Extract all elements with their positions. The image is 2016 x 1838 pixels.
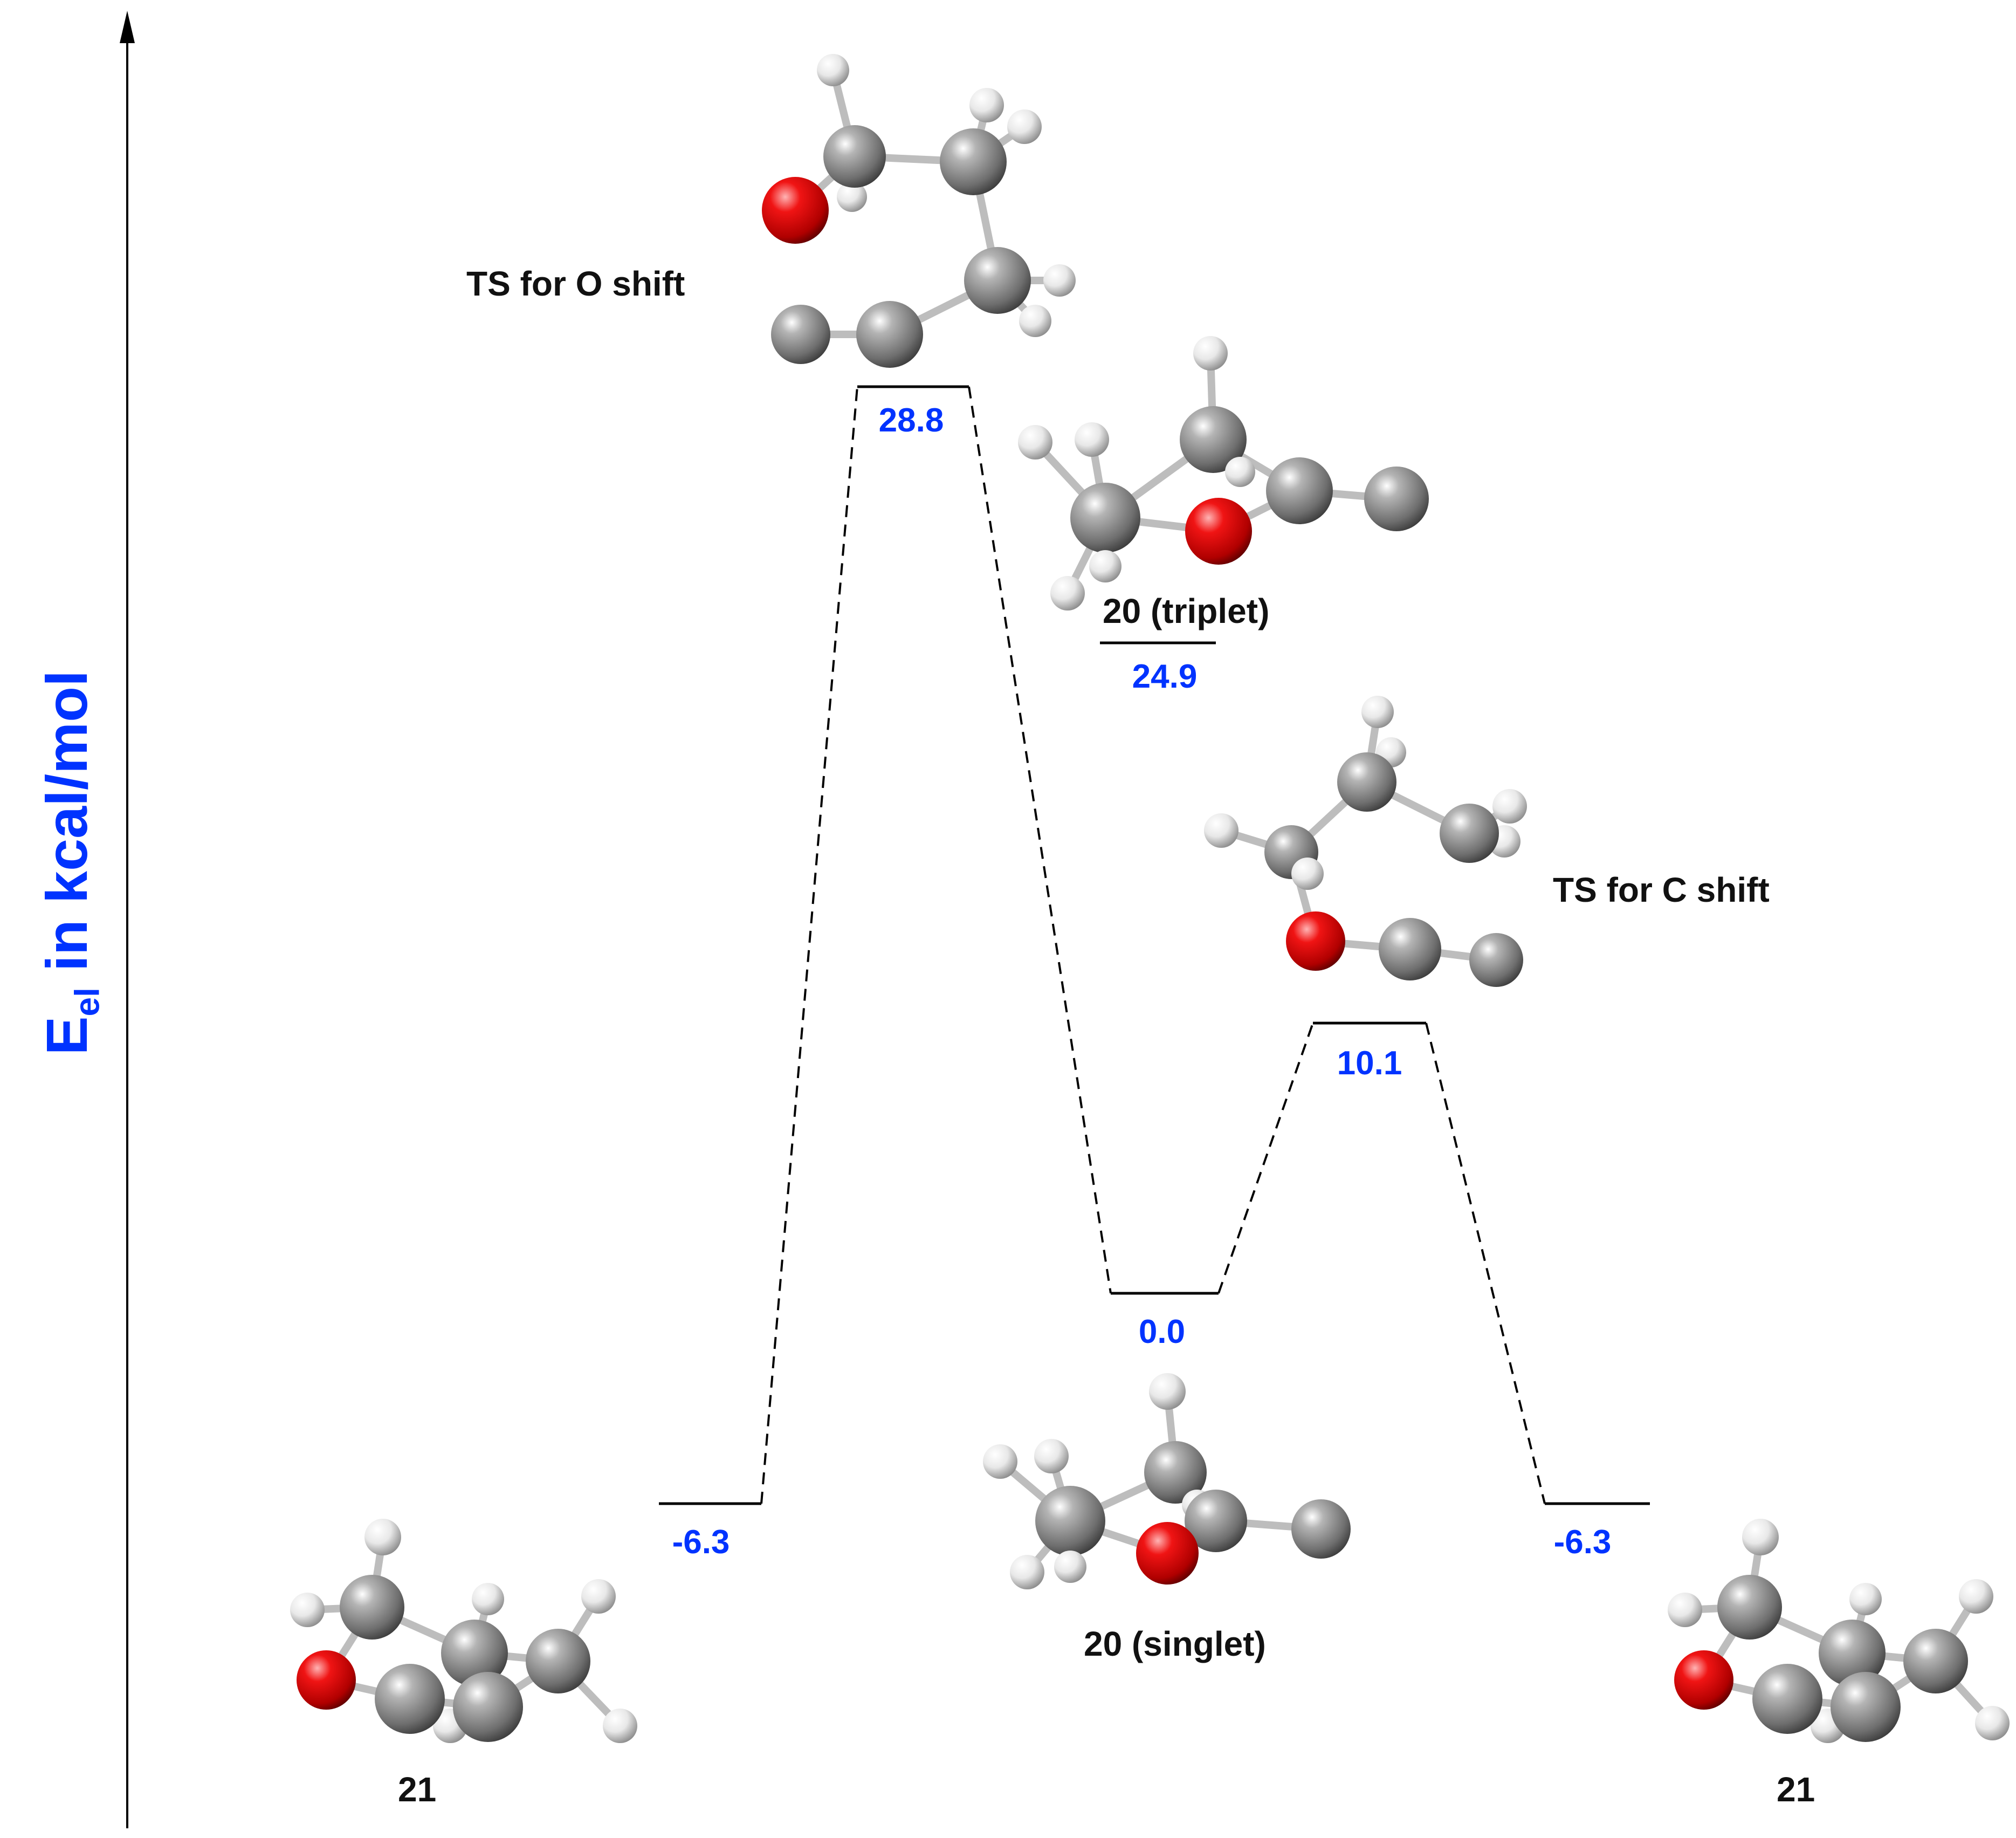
energy-value-21-right: -6.3 [1554,1524,1612,1561]
energy-value-ts-o: 28.8 [879,402,944,439]
connector-ts-c-to-21 [1425,1023,1546,1504]
y-axis-title-unit: in kcal/mol [34,670,100,988]
label-20-singlet: 20 (singlet) [1084,1624,1266,1663]
energy-value-triplet: 24.9 [1132,658,1198,695]
connector-ts-o-to-singlet [968,386,1112,1294]
label-21-right: 21 [1777,1770,1815,1809]
label-20-triplet: 20 (triplet) [1103,592,1269,630]
molecule-ts-o-shift [762,54,1076,368]
connector-21-to-ts-o [760,386,858,1504]
energy-levels [659,385,1650,1505]
energy-value-singlet: 0.0 [1139,1313,1185,1350]
molecule-20-singlet [983,1373,1351,1589]
molecule-21-left [290,1519,637,1743]
label-21-left: 21 [398,1770,436,1809]
molecule-20-triplet [1018,336,1429,611]
y-axis-title-text: Eel in kcal/mol [33,670,107,1055]
energy-axis [120,11,135,1828]
molecule-21-right [1668,1519,2010,1743]
energy-value-21-left: -6.3 [672,1524,730,1561]
label-ts-o-shift: TS for O shift [466,264,685,303]
connector-singlet-to-ts-c [1217,1023,1314,1294]
molecule-ts-c-shift [1204,696,1527,987]
y-axis-title-main: E [34,1016,100,1055]
energy-value-ts-c: 10.1 [1337,1045,1402,1082]
y-axis-title: Eel in kcal/mol [11,539,129,1187]
label-ts-c-shift: TS for C shift [1553,870,1770,909]
reaction-path-connectors [760,386,1546,1504]
axis-arrowhead-icon [120,11,135,43]
y-axis-title-subscript: el [67,987,107,1017]
